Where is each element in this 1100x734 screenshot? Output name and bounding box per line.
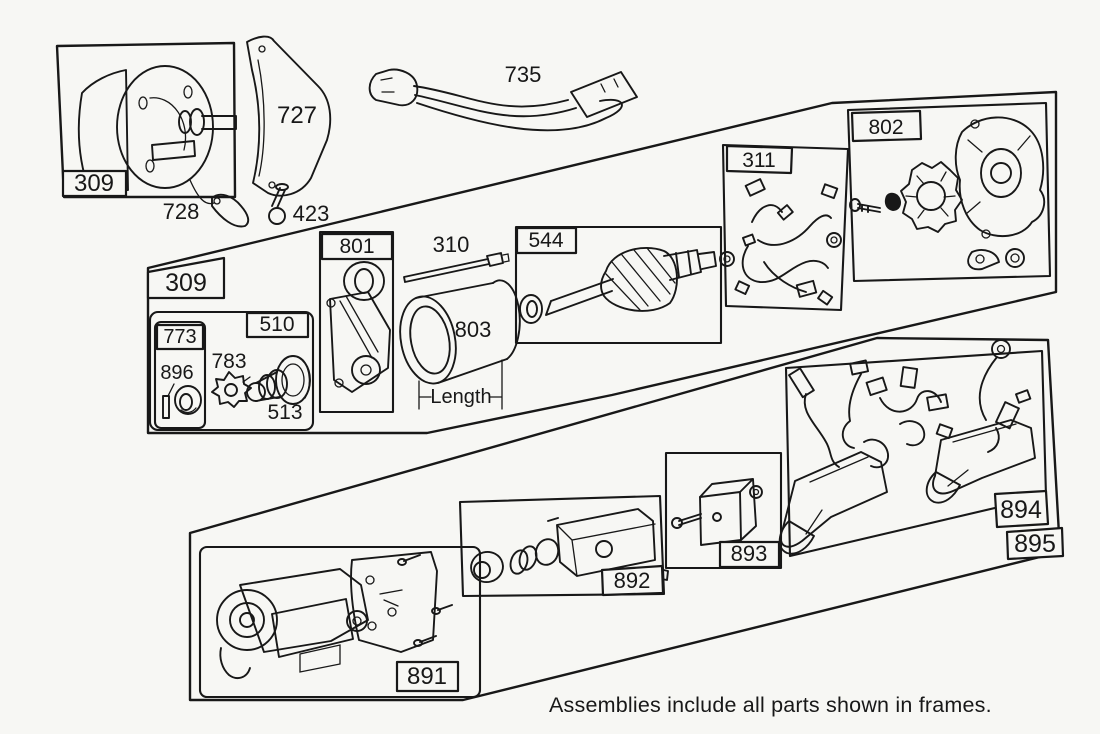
armature-illustration — [519, 247, 735, 324]
frame-gear-bracket-801: 801 — [318, 230, 395, 414]
harness-label-box — [725, 144, 794, 175]
motor-housing-illustration — [399, 279, 521, 385]
frame-seal-kit-773: 773 896 — [153, 320, 207, 430]
alternator-label: 802 — [868, 116, 903, 139]
frame-main-309: 309 — [146, 90, 1058, 435]
plug-harness-outer-label-box — [1005, 526, 1065, 561]
plug-harness-label-box — [993, 489, 1050, 529]
main-frame-label-box — [146, 256, 226, 300]
plug-harness-label: 894 — [1000, 496, 1042, 524]
pin-illustration — [268, 183, 289, 225]
gear-bracket-label-box — [320, 232, 394, 261]
clutch-frame-label-box — [245, 311, 310, 339]
ratchet-gear-label: 783 — [211, 350, 246, 373]
cover-label: 727 — [277, 102, 317, 129]
seal-kit-label-box — [155, 323, 205, 351]
clutch-drive-label: 513 — [267, 401, 302, 424]
regulator-label: 892 — [614, 568, 651, 593]
length-annotation: Length — [418, 359, 503, 410]
power-cord-label: 735 — [505, 62, 542, 87]
clutch-drive-illustration — [246, 355, 311, 405]
grommet-leader-line — [167, 383, 175, 397]
main-frame-label: 309 — [165, 269, 207, 297]
regulator-label-box — [600, 564, 665, 597]
grommet-label: 896 — [160, 362, 193, 384]
frame-harness-311: 311 — [721, 143, 850, 312]
grommet-illustration — [162, 385, 202, 419]
frame-starter-891: 891 — [198, 545, 482, 699]
gear-bracket-illustration — [326, 261, 391, 393]
alternator-illustration — [849, 116, 1046, 271]
backplate-illustration — [77, 65, 237, 205]
through-bolt-label: 310 — [433, 232, 470, 257]
ratchet-gear-illustration — [211, 371, 252, 408]
motor-housing-label: 803 — [455, 317, 492, 342]
length-label: Length — [430, 386, 491, 408]
starter-assembly-illustration — [216, 551, 453, 680]
frame-regulator-892: 892 — [458, 494, 669, 598]
backplate-frame-label: 309 — [74, 170, 114, 197]
pin-label: 423 — [293, 201, 330, 226]
backplate-frame-label-box — [61, 169, 128, 198]
lever-illustration — [211, 193, 250, 228]
armature-label-box — [515, 226, 578, 255]
harness-illustration — [734, 178, 842, 306]
plug-harness-outer-label: 895 — [1014, 530, 1056, 558]
armature-label: 544 — [528, 229, 563, 252]
module-label: 893 — [731, 541, 768, 566]
through-bolt-illustration — [403, 252, 510, 283]
frame-clutch-510: 510 773 896 783 — [148, 310, 315, 432]
frame-module-893: 893 — [664, 451, 783, 570]
frame-plug-harness-894: 894 — [778, 339, 1050, 558]
frame-backplate-309: 309 — [55, 41, 237, 205]
footer-note: Assemblies include all parts shown in fr… — [549, 693, 992, 717]
starter-label: 891 — [407, 663, 447, 690]
lever-label: 728 — [163, 199, 200, 224]
starter-label-box — [395, 660, 460, 693]
plug-harness-illustration — [778, 339, 1036, 555]
frame-alternator-802: 802 — [846, 101, 1052, 283]
cover-illustration — [246, 35, 332, 197]
seal-kit-label: 773 — [163, 326, 196, 348]
alternator-label-box — [850, 109, 923, 143]
power-cord-illustration — [368, 68, 638, 132]
frame-plug-harness-outer-895: 895 — [188, 336, 1065, 702]
module-kit-illustration — [671, 478, 763, 546]
module-label-box — [718, 540, 781, 569]
frame-armature-544: 544 — [514, 225, 735, 345]
gear-bracket-label: 801 — [339, 235, 374, 258]
harness-label: 311 — [742, 149, 775, 172]
clutch-frame-label: 510 — [259, 313, 294, 336]
